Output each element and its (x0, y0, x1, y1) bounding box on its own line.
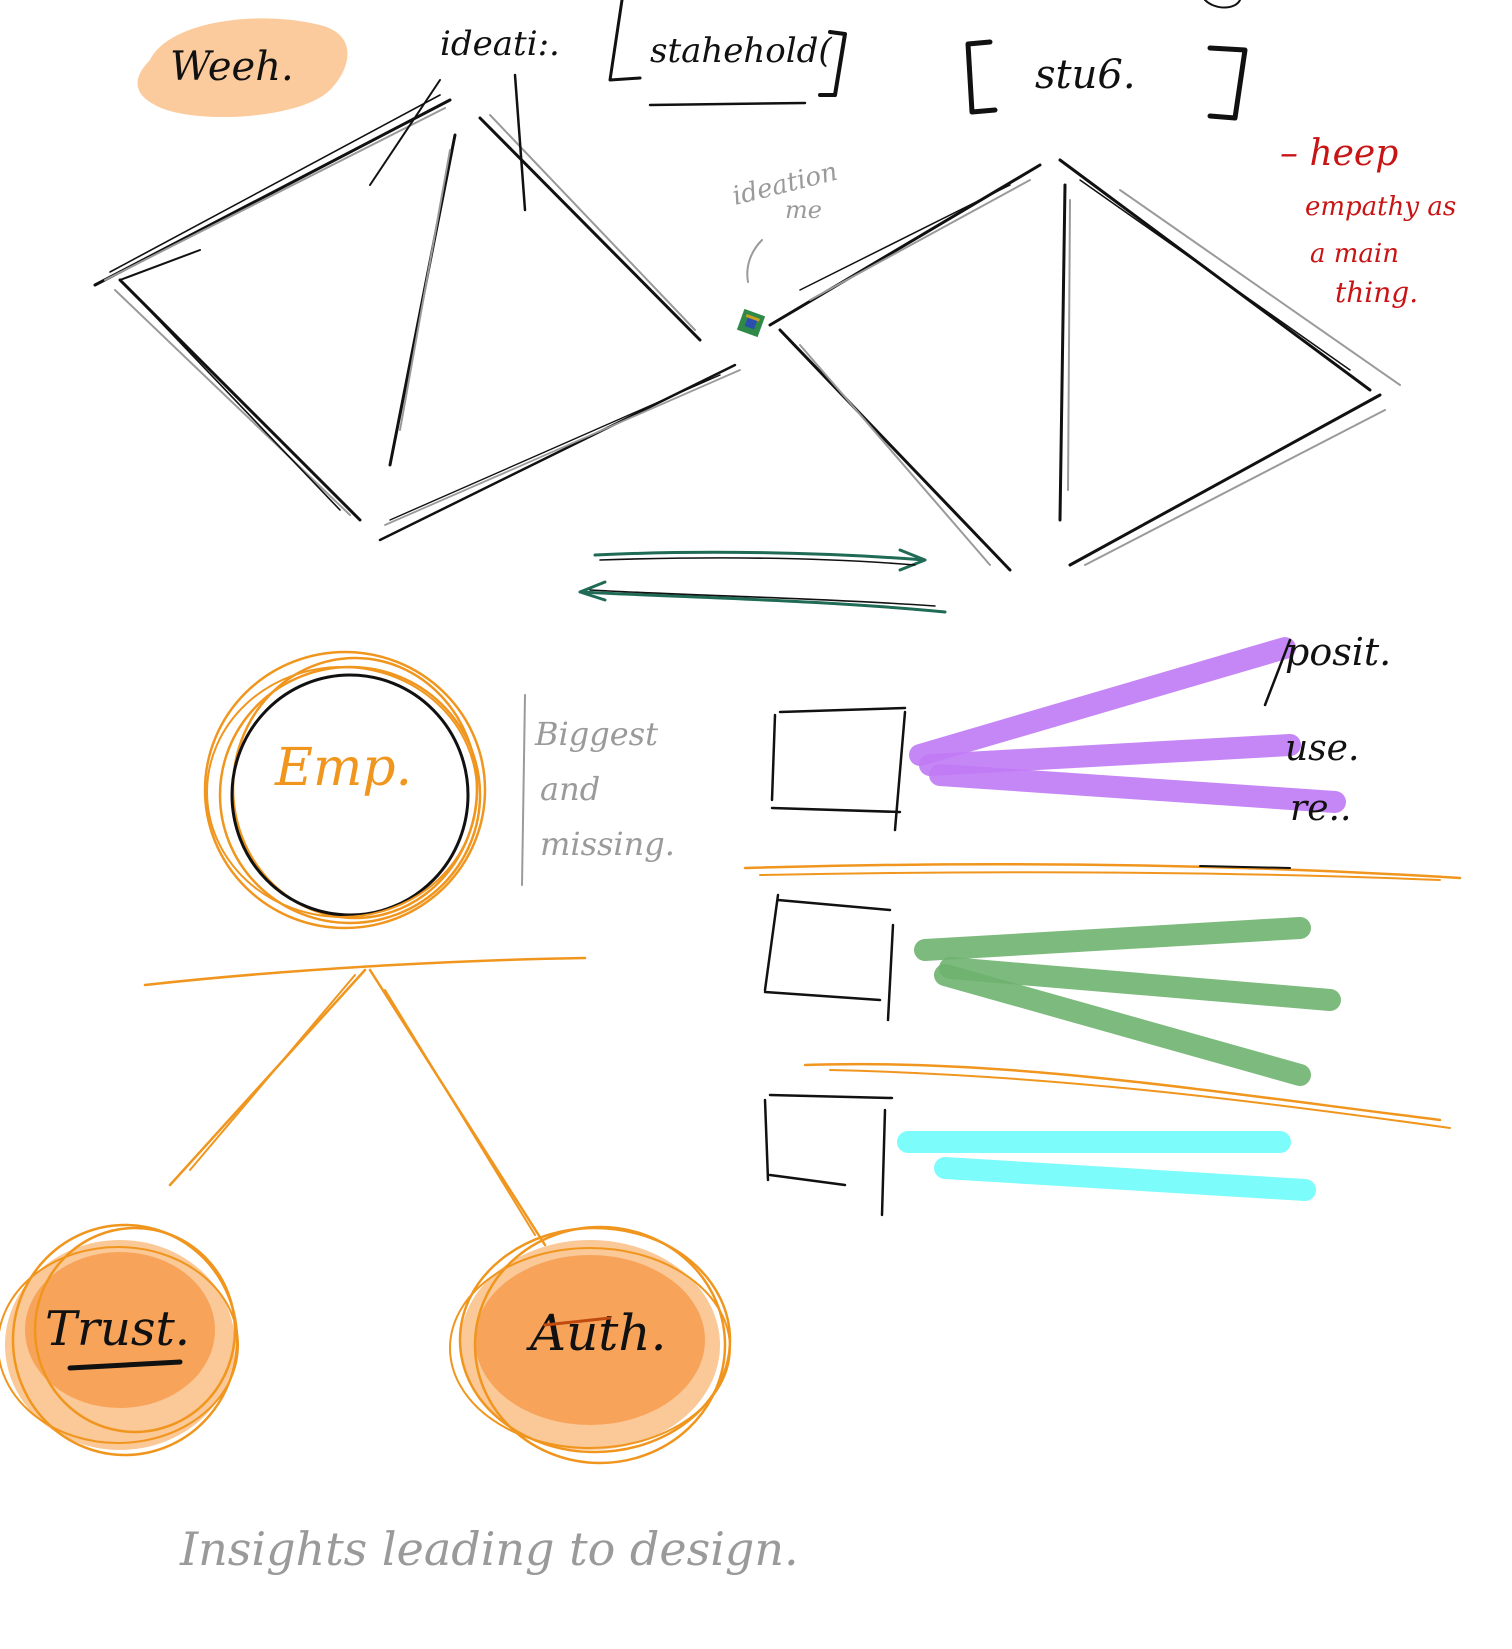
keep-empathy-line4: thing. (1335, 276, 1418, 309)
sketch-box-2 (763, 893, 895, 1022)
box-row-3 (763, 1093, 1316, 1217)
week-label: Weeh. (170, 44, 294, 90)
studio-left-bracket (965, 39, 998, 115)
stakeholder-box: stahehold( (608, 0, 847, 107)
forward-arrow (593, 548, 927, 572)
edge-curve (1204, 0, 1241, 9)
divider-1 (743, 863, 1462, 881)
biggest-missing-note: Biggest and missing. (521, 694, 675, 886)
sketch-box-1 (770, 706, 907, 832)
ideation-label: ideati:. (440, 24, 560, 64)
stakeholder-label: stahehold( (650, 31, 832, 71)
emp-tree (143, 956, 587, 1247)
use-label: use. (1285, 728, 1359, 769)
keep-empathy-note: – heep empathy as a main thing. (1280, 133, 1456, 309)
ideation-note-pointer (746, 239, 763, 283)
iteration-arrows (578, 548, 947, 614)
auth-circle-group: Auth. (449, 1225, 732, 1465)
box-row-2 (763, 893, 1341, 1086)
ideation-note: ideation me (729, 157, 841, 283)
biggest-line3: missing. (540, 825, 675, 863)
stakeholder-right-bracket (818, 30, 847, 97)
emp-label: Emp. (274, 738, 412, 798)
studio-box: stu6. (965, 39, 1248, 121)
sketch-box-3 (763, 1093, 894, 1217)
biggest-line2: and (540, 770, 600, 808)
ideation-note-line2: me (785, 196, 822, 224)
week-highlight-blob (137, 18, 348, 117)
backward-arrow (578, 580, 947, 614)
left-diamond (93, 73, 741, 542)
emp-circle-group: Emp. (203, 650, 487, 930)
stakeholder-underline (648, 101, 807, 107)
diamond-connector-tag (736, 308, 766, 338)
biggest-line1: Biggest (534, 715, 658, 753)
auth-label: Auth. (526, 1304, 667, 1362)
keep-empathy-line3: a main (1310, 239, 1399, 269)
trust-circle-group: Trust. (0, 1223, 239, 1457)
week-label-group: Weeh. (137, 18, 348, 117)
posit-label: posit. (1285, 630, 1391, 674)
keep-empathy-line1: – heep (1280, 133, 1398, 174)
stakeholder-left-bracket (608, 0, 642, 82)
studio-label: stu6. (1035, 52, 1136, 98)
box-row-1: posit. use. re.. (770, 630, 1391, 832)
divider-2 (803, 1062, 1451, 1129)
insights-caption: Insights leading to design. (179, 1522, 799, 1576)
keep-empathy-line2: empathy as (1305, 192, 1456, 222)
studio-right-bracket (1207, 45, 1248, 121)
trust-label: Trust. (45, 1301, 190, 1357)
re-label: re.. (1290, 788, 1351, 829)
right-diamond (768, 158, 1401, 572)
